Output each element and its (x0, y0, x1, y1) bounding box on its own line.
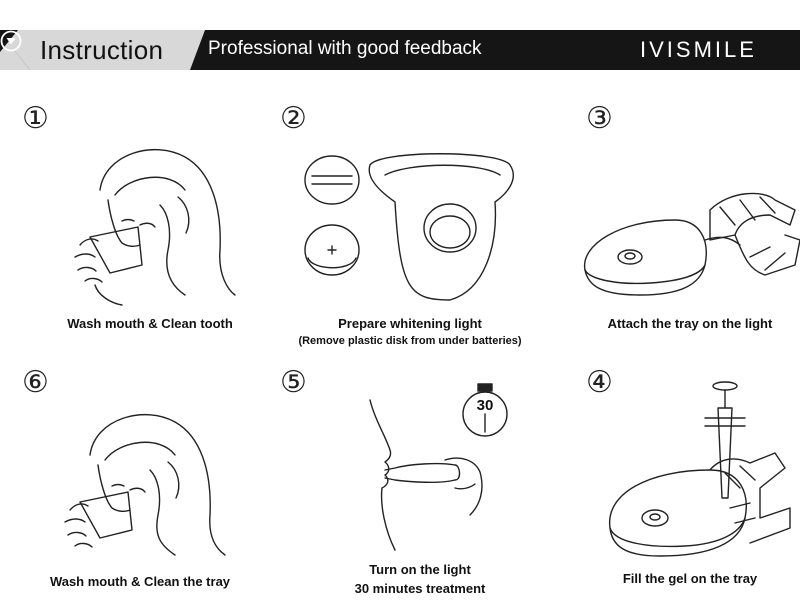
header-bar: Instruction Professional with good feedb… (0, 30, 800, 70)
brand-logo: IVISMILE (640, 37, 757, 62)
step-2-caption: Prepare whitening light (338, 316, 482, 331)
step-4-number: ④ (586, 365, 613, 400)
step-5-subcaption: 30 minutes treatment (354, 581, 486, 596)
woman-drinking-tray-illustration (64, 414, 226, 556)
step-3-number: ③ (586, 101, 613, 136)
step-3-caption: Attach the tray on the light (607, 316, 773, 331)
whitening-light-illustration (304, 153, 514, 301)
syringe-gel-tray-illustration (609, 381, 791, 557)
timer-label: 30 (476, 397, 494, 414)
light-in-mouth-illustration (369, 399, 483, 551)
header-background (0, 30, 800, 70)
header-title: Instruction (40, 35, 164, 65)
step-2-number: ② (280, 101, 307, 136)
tray-on-light-illustration (583, 192, 800, 296)
woman-drinking-illustration (74, 149, 236, 306)
header-tagline: Professional with good feedback (208, 38, 482, 59)
timer-icon (462, 383, 508, 437)
step-4-caption: Fill the gel on the tray (622, 571, 758, 586)
chevron-down-circle-icon (0, 30, 22, 52)
step-6-number: ⑥ (22, 365, 49, 400)
step-5-caption: Turn on the light (369, 562, 471, 577)
step-6-caption: Wash mouth & Clean the tray (49, 574, 231, 589)
step-5-number: ⑤ (280, 365, 307, 400)
step-2-subcaption: (Remove plastic disk from under batterie… (298, 335, 522, 347)
step-1-caption: Wash mouth & Clean tooth (67, 316, 233, 331)
step-1-number: ① (22, 101, 49, 136)
